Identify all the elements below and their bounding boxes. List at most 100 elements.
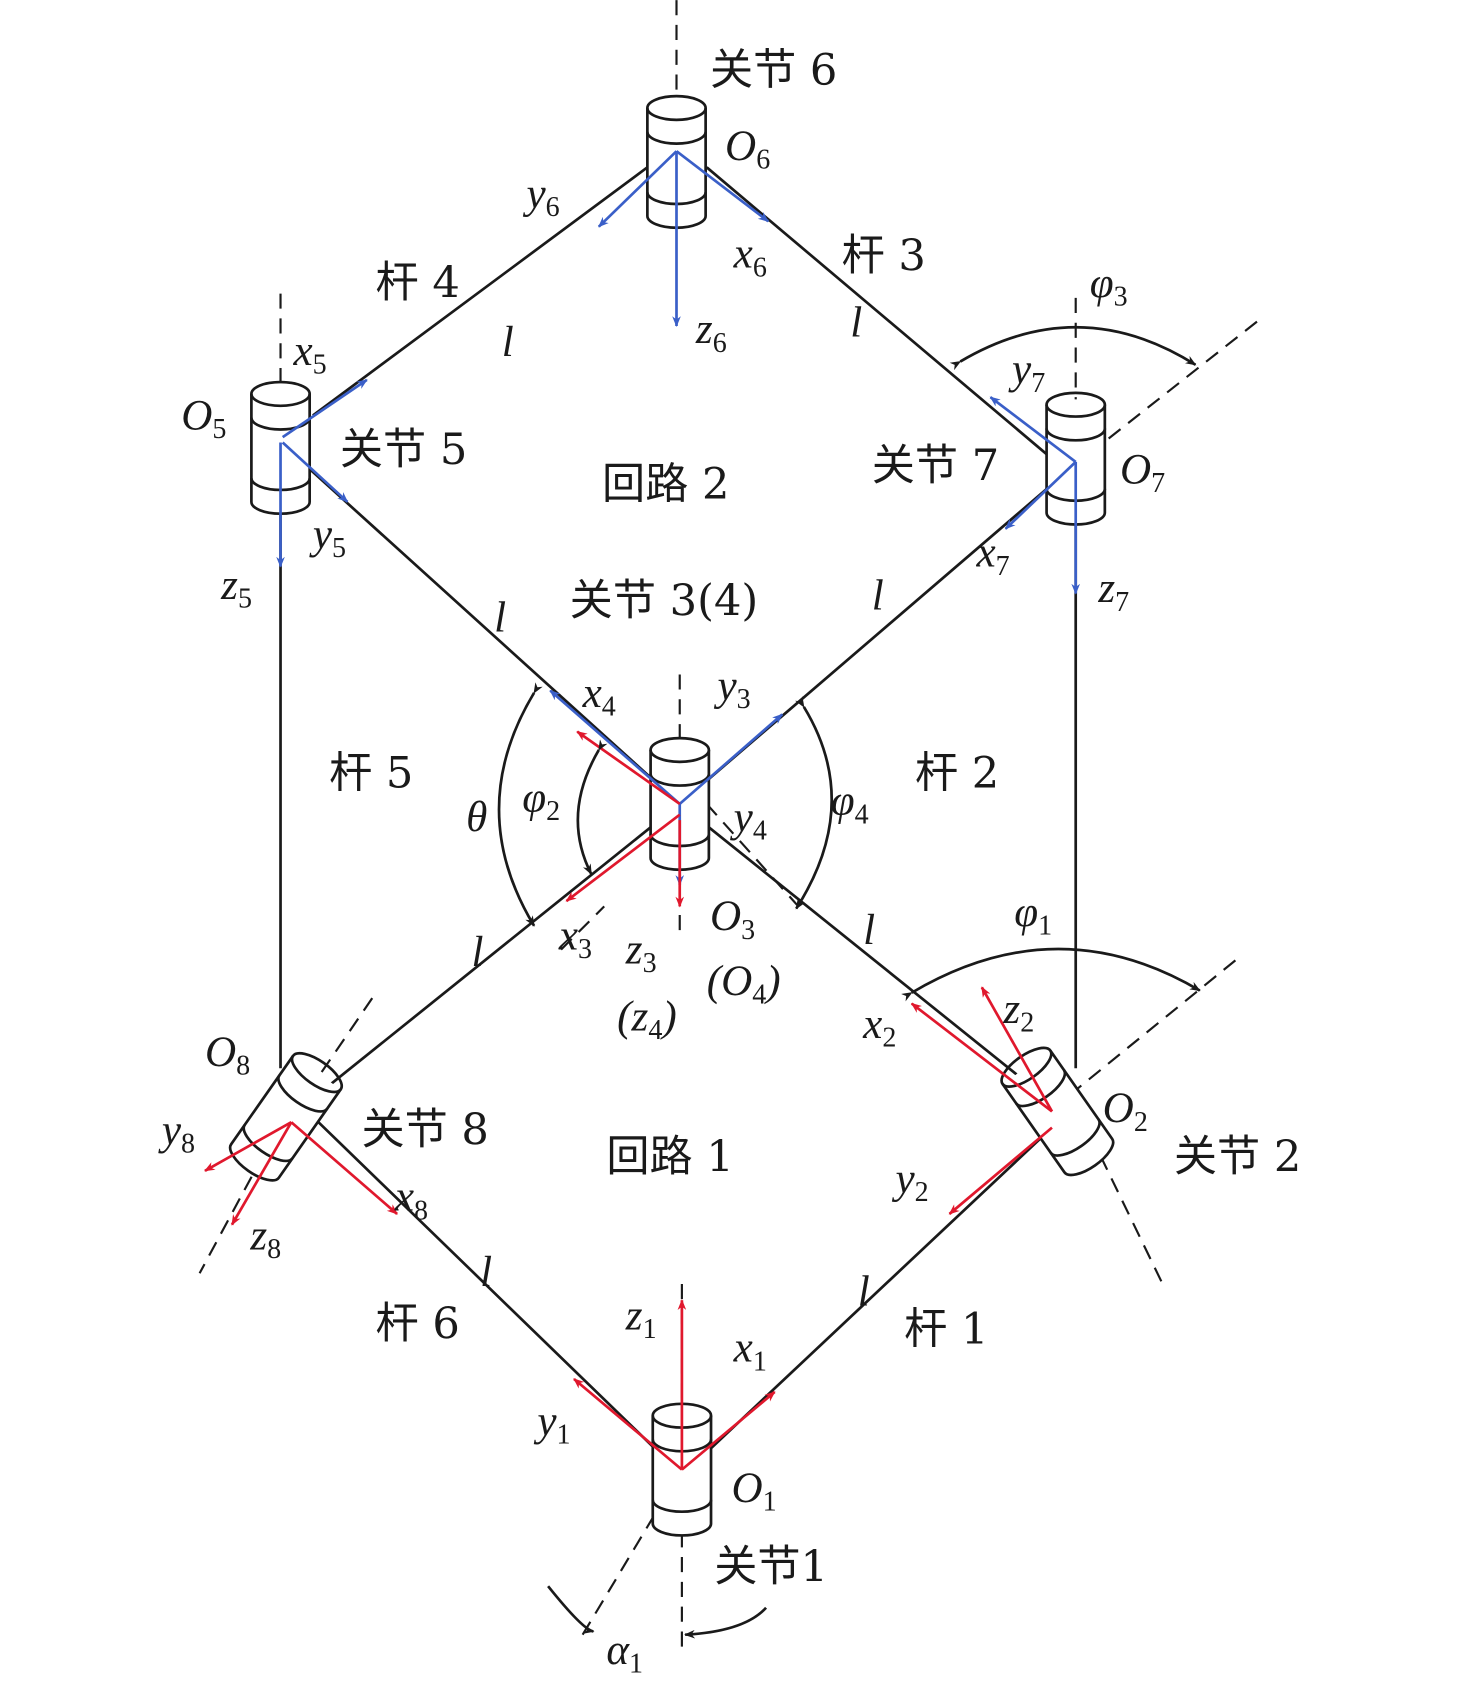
- symbol-o2: O2: [1103, 1085, 1148, 1138]
- subscript: 4: [648, 1015, 662, 1046]
- subscript: 2: [546, 796, 560, 827]
- joint-2-cylinder: [1000, 1046, 1115, 1177]
- angle-arc-phi3: [949, 325, 1197, 371]
- subscript: 4: [753, 816, 767, 847]
- frame-axis-arrow: [910, 1002, 1053, 1113]
- cylinder-outline: [242, 1124, 294, 1163]
- subscript: 2: [882, 1023, 896, 1054]
- subscript: 5: [313, 349, 327, 380]
- symbol-z1: z1: [625, 1292, 657, 1345]
- joint-7-label: 关节 7: [872, 441, 999, 491]
- symbol-o6: O6: [725, 123, 770, 176]
- cylinder-outline: [1049, 1118, 1101, 1157]
- symbol-theta: θ: [466, 794, 487, 841]
- symbol-x4: x4: [582, 670, 616, 723]
- subscript: 1: [556, 1420, 570, 1451]
- cylinder-outline: [651, 1499, 713, 1514]
- frame-axis-arrow: [290, 1121, 398, 1215]
- symbol-y3: y3: [714, 662, 751, 715]
- symbol-z4: (z4): [617, 993, 677, 1046]
- subscript: 1: [629, 1648, 643, 1679]
- joint-1-label: 关节1: [714, 1542, 828, 1592]
- cylinder-fill: [652, 1415, 712, 1536]
- symbol-o4: (O4): [707, 958, 781, 1011]
- subscript: 7: [1115, 587, 1129, 618]
- rod-1-label: 杆 1: [904, 1304, 988, 1354]
- frame-axis-arrow: [204, 1121, 292, 1172]
- angle-arc-phi1: [901, 947, 1201, 1002]
- link-length-label: l: [494, 594, 506, 641]
- paren: ): [763, 958, 780, 1005]
- cylinder-outline: [250, 417, 312, 431]
- subscript: 1: [1038, 910, 1052, 941]
- subscript: 5: [332, 533, 346, 564]
- symbol-y2: y2: [892, 1155, 929, 1208]
- frame-axis-arrow: [681, 1390, 776, 1471]
- frame-axes: [204, 150, 1201, 1639]
- subscript: 3: [578, 934, 592, 965]
- symbol-o1: O1: [732, 1465, 777, 1518]
- subscript: 2: [1020, 1008, 1034, 1039]
- frame-axis-arrow: [980, 986, 1054, 1113]
- frame-axis-arrow: [678, 713, 784, 805]
- symbol-z8: z8: [249, 1213, 281, 1266]
- link-rod: [281, 443, 681, 805]
- link-length-label: l: [863, 907, 875, 954]
- subscript: 6: [713, 328, 727, 359]
- symbol-y5: y5: [309, 511, 346, 564]
- subscript: 1: [753, 1346, 767, 1377]
- subscript: 6: [756, 144, 770, 175]
- loop-2-label: 回路 2: [602, 460, 729, 510]
- symbol-phi1: φ1: [1014, 889, 1052, 942]
- symbol-o3: O3: [710, 893, 755, 946]
- subscript: 5: [212, 414, 226, 445]
- symbol-x7: x7: [975, 530, 1009, 583]
- subscript: 8: [414, 1195, 428, 1226]
- frame-axis-arrow: [281, 441, 349, 503]
- angle-arc-phi2: [576, 739, 608, 876]
- subscript: 2: [915, 1177, 929, 1208]
- axis-dashed-line: [1062, 959, 1237, 1102]
- joint-3-4-label: 关节 3(4): [570, 576, 759, 626]
- subscript: 6: [753, 252, 767, 283]
- link-length-label: l: [480, 1249, 492, 1296]
- subscript: 1: [643, 1314, 657, 1345]
- subscript: 7: [1151, 468, 1165, 499]
- frame-axis-arrow: [549, 689, 681, 805]
- symbol-z5: z5: [220, 562, 252, 615]
- subscript: 7: [1031, 368, 1045, 399]
- subscript: 4: [752, 980, 766, 1011]
- symbol-z2: z2: [1002, 986, 1034, 1039]
- subscript: 5: [238, 584, 252, 615]
- frame-axis-arrow: [573, 1377, 683, 1471]
- frame-axis-arrow: [230, 1121, 293, 1226]
- symbol-y4: y4: [730, 794, 767, 847]
- subscript: 3: [643, 948, 657, 979]
- cylinder-fill: [1002, 1050, 1114, 1175]
- link-rod: [311, 1115, 676, 1469]
- cylinder-outline: [1001, 1049, 1115, 1177]
- cylinder-outline: [290, 1051, 344, 1094]
- symbol-x2: x2: [862, 1001, 896, 1054]
- cylinder-outline: [646, 131, 707, 145]
- subscript: 4: [855, 799, 869, 830]
- cylinder-outline: [649, 773, 711, 787]
- symbol-x3: x3: [558, 913, 592, 966]
- frame-axis-arrow: [989, 396, 1077, 463]
- paren: ): [659, 993, 676, 1040]
- joint-6-label: 关节 6: [710, 45, 837, 95]
- joint-axes: [198, 0, 1258, 1651]
- frame-axis-arrow: [281, 378, 368, 439]
- subscript: 4: [602, 691, 616, 722]
- symbol-o7: O7: [1120, 446, 1165, 499]
- symbol-z6: z6: [695, 306, 727, 359]
- link-length-label: l: [502, 319, 514, 366]
- angle-arc-theta: [497, 682, 543, 927]
- symbol-x1: x1: [733, 1325, 767, 1378]
- link-rod: [678, 802, 1037, 1091]
- subscript: 3: [737, 684, 751, 715]
- joint-2-label: 关节 2: [1174, 1132, 1301, 1182]
